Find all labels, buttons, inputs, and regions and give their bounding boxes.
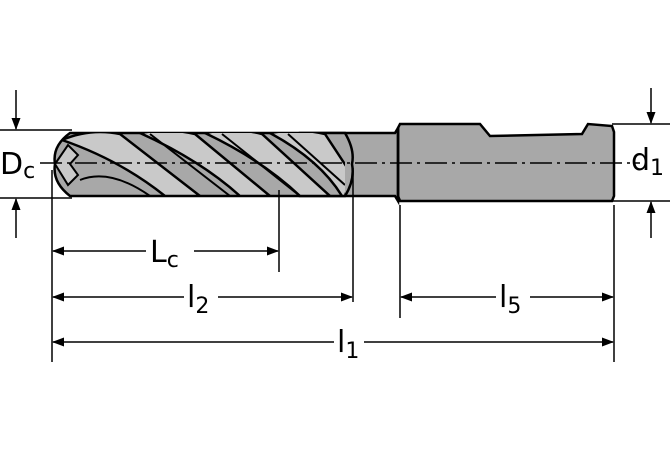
flute-edge-3: [221, 133, 301, 196]
flute-edge-4: [287, 133, 346, 186]
label-lc: Lc: [150, 235, 179, 273]
flute-1: [58, 133, 204, 196]
flute-edge-2: [149, 133, 231, 196]
flute-4: [266, 133, 346, 196]
extension-lines: [51, 168, 615, 362]
flute-edge-1: [79, 175, 151, 196]
label-dc: Dc: [0, 147, 35, 184]
label-l2: l2: [187, 280, 209, 319]
label-l5: l5: [499, 280, 521, 319]
flute-2: [135, 133, 274, 196]
drill-tip: [53, 143, 80, 187]
label-d1: d1: [631, 143, 664, 181]
label-gaps: [146, 236, 530, 358]
label-l1: l1: [337, 325, 359, 364]
